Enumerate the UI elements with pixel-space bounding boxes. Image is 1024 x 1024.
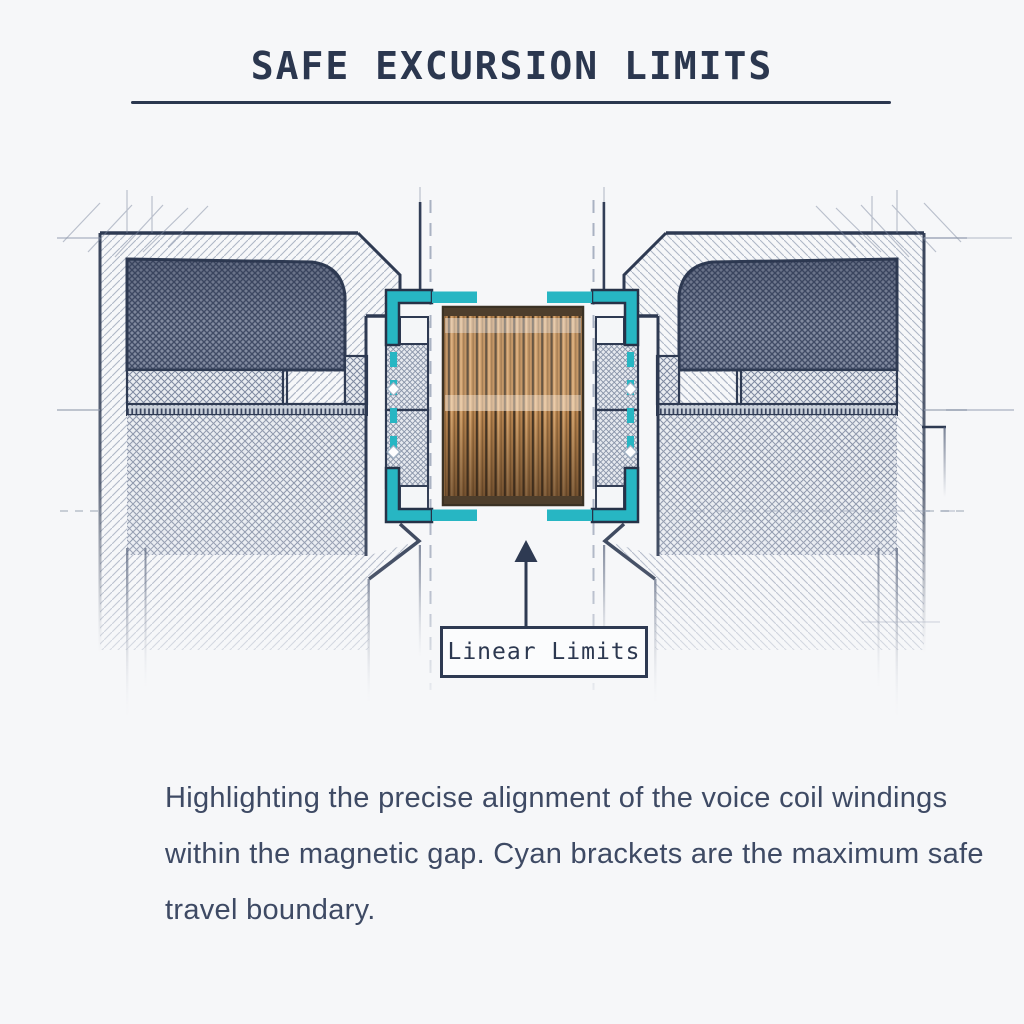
right-construction-extras <box>690 237 1014 623</box>
bracket-top <box>384 288 434 347</box>
left-motor-structure <box>57 187 477 728</box>
construction-lines <box>57 187 432 728</box>
caption-line-3: travel boundary. <box>165 894 376 926</box>
bracket-bottom <box>384 466 434 524</box>
page-title: SAFE EXCURSION LIMITS <box>250 44 774 88</box>
caption-line-2: within the magnetic gap. Cyan brackets a… <box>165 838 984 870</box>
arrow-up-indicator <box>514 540 538 626</box>
voice-coil <box>441 305 585 507</box>
caption-line-1: Highlighting the precise alignment of th… <box>165 782 948 814</box>
linear-limits-label-text: Linear Limits <box>447 639 641 665</box>
linear-limits-label: Linear Limits <box>440 626 648 678</box>
title-underline <box>131 101 891 104</box>
safe-excursion-corner-brackets <box>384 288 477 524</box>
caption-block: Highlighting the precise alignment of th… <box>165 770 984 938</box>
